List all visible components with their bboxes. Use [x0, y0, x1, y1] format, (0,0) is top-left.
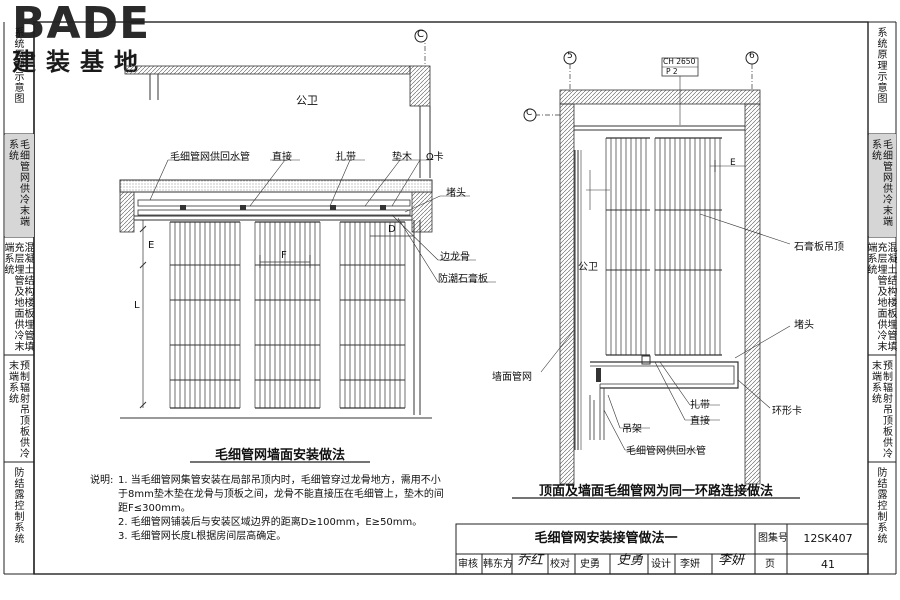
- atlas-number: 12SK407: [803, 532, 853, 545]
- callout-cable-tie: 扎带: [336, 152, 356, 163]
- note-line: 距F≤300mm。: [118, 503, 191, 514]
- callout-direct: 直接: [272, 152, 292, 163]
- designer-signature: 李妍: [718, 553, 745, 568]
- axis-6-label: 6: [749, 51, 755, 61]
- dim-e-right: E: [730, 158, 736, 168]
- left-tab-label: 系统原理示意图: [14, 28, 25, 105]
- left-tab-4[interactable]: 预制辐射吊顶板供冷末端系统: [5, 355, 34, 462]
- left-tab-label: 毛细管网供冷末端系统: [9, 140, 30, 228]
- notes-heading: 说明:: [90, 475, 114, 486]
- right-caption: 顶面及墙面毛细管网为同一环路连接做法: [538, 484, 773, 499]
- left-tab-label: 混凝土结构楼板埋管填充层埋管及地面供冷末端系统: [4, 243, 35, 353]
- page-number: 41: [821, 558, 835, 571]
- checker-signature: 史勇: [617, 553, 644, 568]
- atlas-label: 图集号: [758, 533, 788, 544]
- callout-gypsum-ceiling: 石膏板吊顶: [794, 242, 844, 253]
- right-tab-label: 防结露控制系统: [877, 468, 888, 545]
- right-tab-2[interactable]: 毛细管网供冷末端系统: [869, 134, 896, 237]
- check-label: 校对: [550, 559, 570, 570]
- review-label: 审核: [458, 559, 478, 570]
- callout-right-plug: 堵头: [794, 320, 814, 331]
- callout-edge-keel: 边龙骨: [440, 252, 470, 263]
- callout-supply-return: 毛细管网供回水管: [170, 152, 250, 163]
- right-tab-label: 毛细管网供冷末端系统: [872, 140, 893, 228]
- left-tab-1[interactable]: 系统原理示意图: [5, 22, 34, 134]
- callout-moisture-board: 防潮石膏板: [438, 274, 488, 285]
- left-tab-label: 预制辐射吊顶板供冷末端系统: [9, 361, 30, 460]
- left-room-label: 公卫: [296, 94, 318, 107]
- wall-install-diagram: [119, 29, 496, 419]
- left-axis-label: C: [417, 29, 424, 40]
- dim-f: F: [281, 250, 287, 261]
- brand-subtitle: 建装基地: [12, 48, 148, 76]
- brand-logo: BADE: [12, 0, 151, 49]
- callout-right-direct: 直接: [690, 416, 710, 427]
- left-tab-3[interactable]: 混凝土结构楼板埋管填充层埋管及地面供冷末端系统: [4, 237, 35, 355]
- right-tab-3[interactable]: 混凝土结构楼板埋管填充层埋管及地面供冷末端系统: [867, 237, 898, 355]
- designer-name: 李妍: [680, 559, 700, 570]
- right-tab-label: 系统原理示意图: [877, 28, 888, 105]
- title-block-lines: [455, 523, 869, 575]
- note-line: 于8mm垫木垫在龙骨与顶板之间，龙骨不能直接压在毛细管上，垫木的间: [118, 489, 444, 500]
- callout-right-cable-tie: 扎带: [690, 400, 710, 411]
- callout-ring-clip: 环形卡: [772, 406, 802, 417]
- callout-wall-mesh: 墙面管网: [492, 372, 532, 383]
- right-tab-label: 混凝土结构楼板埋管填充层埋管及地面供冷末端系统: [867, 243, 898, 353]
- right-tab-5[interactable]: 防结露控制系统: [869, 462, 896, 574]
- notes-block: 1. 当毛细管网集管安装在局部吊顶内时，毛细管穿过龙骨地方，需用不小 于8mm垫…: [118, 474, 448, 544]
- right-room-label: 公卫: [578, 262, 598, 273]
- axis-5-label: 5: [567, 51, 573, 61]
- callout-omega-clip: Ω卡: [426, 152, 444, 163]
- page-label: 页: [765, 559, 775, 570]
- left-tab-5[interactable]: 防结露控制系统: [5, 462, 34, 574]
- note-line: 3. 毛细管网长度L根据房间层高确定。: [118, 531, 287, 542]
- left-tab-label: 防结露控制系统: [14, 468, 25, 545]
- reviewer-name: 韩东方: [483, 559, 513, 570]
- checker-name: 史勇: [580, 559, 600, 570]
- callout-pad: 垫木: [392, 152, 412, 163]
- ceiling-wall-loop-diagram: [523, 51, 791, 485]
- note-line: 2. 毛细管网铺装后与安装区域边界的距离D≥100mm，E≥50mm。: [118, 517, 423, 528]
- right-tab-1[interactable]: 系统原理示意图: [869, 22, 896, 134]
- dim-e-left: E: [148, 240, 155, 251]
- box-sub: P 2: [666, 67, 678, 76]
- dim-d: D: [388, 224, 396, 235]
- dim-l: L: [134, 300, 140, 311]
- left-tab-2[interactable]: 毛细管网供冷末端系统: [5, 134, 34, 237]
- box-code: CH 2650: [663, 57, 696, 66]
- reviewer-signature: 乔红: [517, 553, 544, 568]
- right-tab-4[interactable]: 预制辐射吊顶板供冷末端系统: [869, 355, 896, 462]
- axis-c-label: C: [526, 108, 533, 118]
- sheet-title: 毛细管网安装接管做法一: [534, 531, 678, 546]
- callout-hanger: 吊架: [622, 424, 642, 435]
- callout-left-plug: 堵头: [446, 188, 466, 199]
- note-line: 1. 当毛细管网集管安装在局部吊顶内时，毛细管穿过龙骨地方，需用不小: [118, 475, 441, 486]
- right-tab-label: 预制辐射吊顶板供冷末端系统: [872, 361, 893, 460]
- design-label: 设计: [651, 559, 671, 570]
- callout-right-supply-return: 毛细管网供回水管: [626, 446, 706, 457]
- left-caption: 毛细管网墙面安装做法: [214, 448, 345, 463]
